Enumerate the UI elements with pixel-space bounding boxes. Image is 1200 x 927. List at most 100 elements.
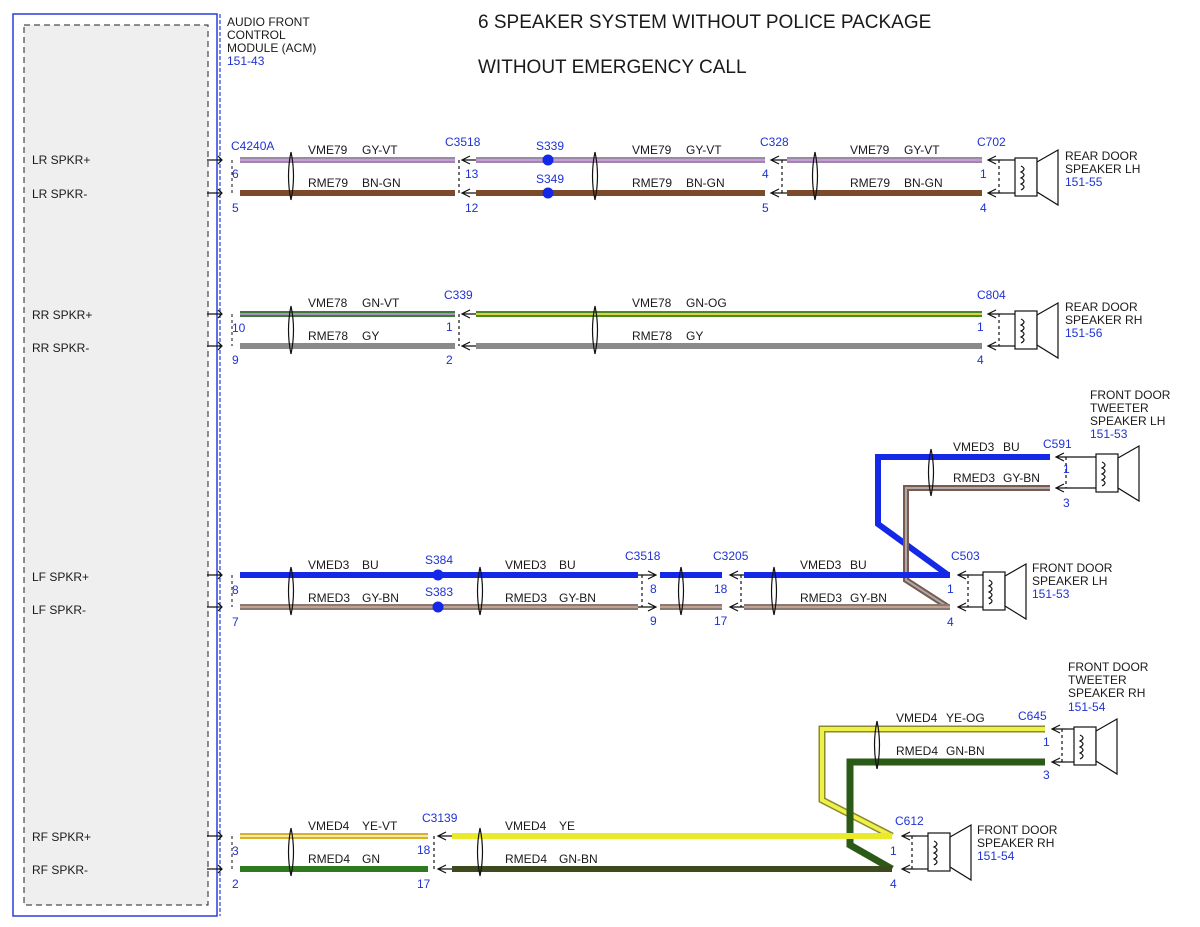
tw-lh-n-circuit: RMED3 [953,471,995,485]
tw-rh-pin-n: 3 [1043,768,1050,782]
rr-p1-color: GN-VT [362,296,400,310]
lr-twist-marks [287,151,819,201]
lf-n3-color: GY-BN [850,591,887,605]
speaker-icon [1070,444,1140,503]
rf-n2-color: GN-BN [559,852,598,866]
lr-p1-color: GY-VT [362,143,398,157]
tw-rh-n-color: GN-BN [946,744,985,758]
lf-p3-circuit: VMED3 [800,558,842,572]
tw-rh-ref: 151-54 [1068,700,1106,714]
s339-label: S339 [536,139,564,153]
lf-c3205-pin-n: 17 [714,614,728,628]
lr-p3-color: GY-VT [904,143,940,157]
lf-connector-c3518 [638,570,658,612]
rr-p2-circuit: VME78 [632,296,672,310]
lr-n3-circuit: RME79 [850,176,890,190]
acm-ref: 151-43 [227,54,265,68]
rr-p2-color: GN-OG [686,296,727,310]
acm-name-1: AUDIO FRONT [227,15,310,29]
rf-p2-circuit: VMED4 [505,819,547,833]
lr-p3-circuit: VME79 [850,143,890,157]
lr-c702-pin-p: 1 [980,167,987,181]
rf-c612-pin-p: 1 [890,844,897,858]
splice-s384 [432,569,444,581]
lf-n2-circuit: RMED3 [505,591,547,605]
acm-name-2: CONTROL [227,28,286,42]
lr-p2-color: GY-VT [686,143,722,157]
rr-p1-circuit: VME78 [308,296,348,310]
lf-c503-label: C503 [951,549,980,563]
splice-s339 [542,154,554,166]
acm-label-rr-n: RR SPKR- [32,341,89,355]
rr-c339-pin-n: 2 [446,353,453,367]
lr-connector-c328 [769,155,787,198]
rr-n2-circuit: RME78 [632,329,672,343]
tw-lh-pin-p: 1 [1063,462,1070,476]
acm-label-rf-n: RF SPKR- [32,863,88,877]
front-rh-name-2: SPEAKER RH [977,836,1054,850]
lr-connector-c3518 [458,155,476,198]
acm-pin-arrows [207,155,223,874]
rf-c612-label: C612 [895,814,924,828]
lf-c503-pin-p: 1 [947,582,954,596]
front-rh-name-1: FRONT DOOR [977,823,1058,837]
acm-label-lf-p: LF SPKR+ [32,570,89,584]
s383-label: S383 [425,585,453,599]
title-line-2: WITHOUT EMERGENCY CALL [478,57,747,78]
lr-n1-circuit: RME79 [308,176,348,190]
lf-c503-pin-n: 4 [947,615,954,629]
acm-pin-10: 10 [232,321,246,335]
lf-connector-c3205 [728,570,744,612]
lf-c3518-pin-p: 8 [650,582,657,596]
lf-n3-circuit: RMED3 [800,591,842,605]
lr-c328-label: C328 [760,135,789,149]
rr-n1-color: GY [362,329,379,343]
lf-n2-color: GY-BN [559,591,596,605]
tw-lh-name-1: FRONT DOOR [1090,388,1171,402]
acm-module: AUDIO FRONT CONTROL MODULE (ACM) 151-43 … [12,13,316,917]
front-lh-ref: 151-53 [1032,587,1070,601]
rear-lh-name-1: REAR DOOR [1065,149,1138,163]
speaker-icon [1002,148,1059,207]
speaker-icon [1066,717,1118,776]
lr-c702-pin-n: 4 [980,201,987,215]
tw-rh-name-2: TWEETER [1068,673,1127,687]
tw-lh-p-color: BU [1003,440,1020,454]
tw-rh-p-circuit: VMED4 [896,711,938,725]
rr-connector-c804 [986,309,1002,351]
lr-c328-pin-p: 4 [762,167,769,181]
s384-label: S384 [425,553,453,567]
lf-connector-c503 [956,570,972,612]
lr-c3518-pin-n: 12 [465,201,479,215]
rr-c804-pin-p: 1 [977,320,984,334]
rr-c804-label: C804 [977,288,1006,302]
rear-rh-name-1: REAR DOOR [1065,300,1138,314]
splice-s383 [432,601,444,613]
rr-c339-label: C339 [444,288,473,302]
rear-rh-name-2: SPEAKER RH [1065,313,1142,327]
rear-rh-ref: 151-56 [1065,326,1103,340]
acm-connector: C4240A [231,139,274,153]
rear-lh-ref: 151-55 [1065,175,1103,189]
acm-label-lr-n: LR SPKR- [32,187,87,201]
rr-n2-color: GY [686,329,703,343]
lr-c328-pin-n: 5 [762,201,769,215]
acm-label-lr-p: LR SPKR+ [32,153,90,167]
front-rh-ref: 151-54 [977,849,1015,863]
lf-n1-color: GY-BN [362,591,399,605]
lr-n1-color: BN-GN [362,176,401,190]
rr-connector-c339 [458,309,476,351]
rf-p1-circuit: VMED4 [308,819,350,833]
lf-p1-color: BU [362,558,379,572]
tw-lh-p-circuit: VMED3 [953,440,995,454]
speaker-icon [1002,301,1059,360]
tw-rh-pin-p: 1 [1043,735,1050,749]
lf-p1-circuit: VMED3 [308,558,350,572]
acm-pin-3: 3 [232,844,239,858]
acm-pin-8: 8 [232,583,239,597]
rf-twist-marks [287,720,881,877]
rear-lh-name-2: SPEAKER LH [1065,162,1140,176]
rf-c3139-pin-n: 17 [417,877,431,891]
splice-s349 [542,187,554,199]
